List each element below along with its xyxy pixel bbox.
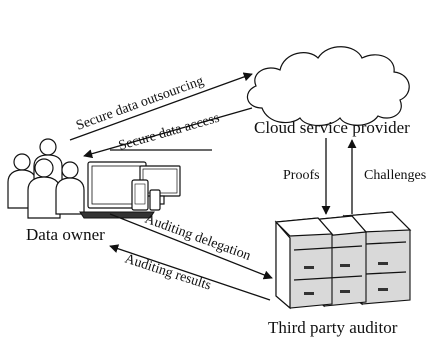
proofs-label: Proofs <box>283 168 320 183</box>
auditing-delegation-arrow <box>109 213 273 280</box>
third-party-auditor-label: Third party auditor <box>268 318 398 337</box>
users-icon <box>7 138 85 219</box>
cloud-service-provider-label: Cloud service provider <box>254 118 410 137</box>
data-owner-label: Data owner <box>26 225 105 244</box>
auditing-results-arrow <box>109 244 271 301</box>
secure-data-outsourcing-arrow <box>69 72 253 141</box>
cloud-icon <box>246 46 410 127</box>
tablet-icon <box>131 179 149 211</box>
auditing-results-label: Auditing results <box>123 252 213 294</box>
secure-data-access-arrow <box>83 107 253 159</box>
auditing-delegation-label: Auditing delegation <box>143 212 253 264</box>
server-icon <box>274 211 412 310</box>
phone-icon <box>149 189 161 211</box>
challenges-label: Challenges <box>364 168 426 183</box>
